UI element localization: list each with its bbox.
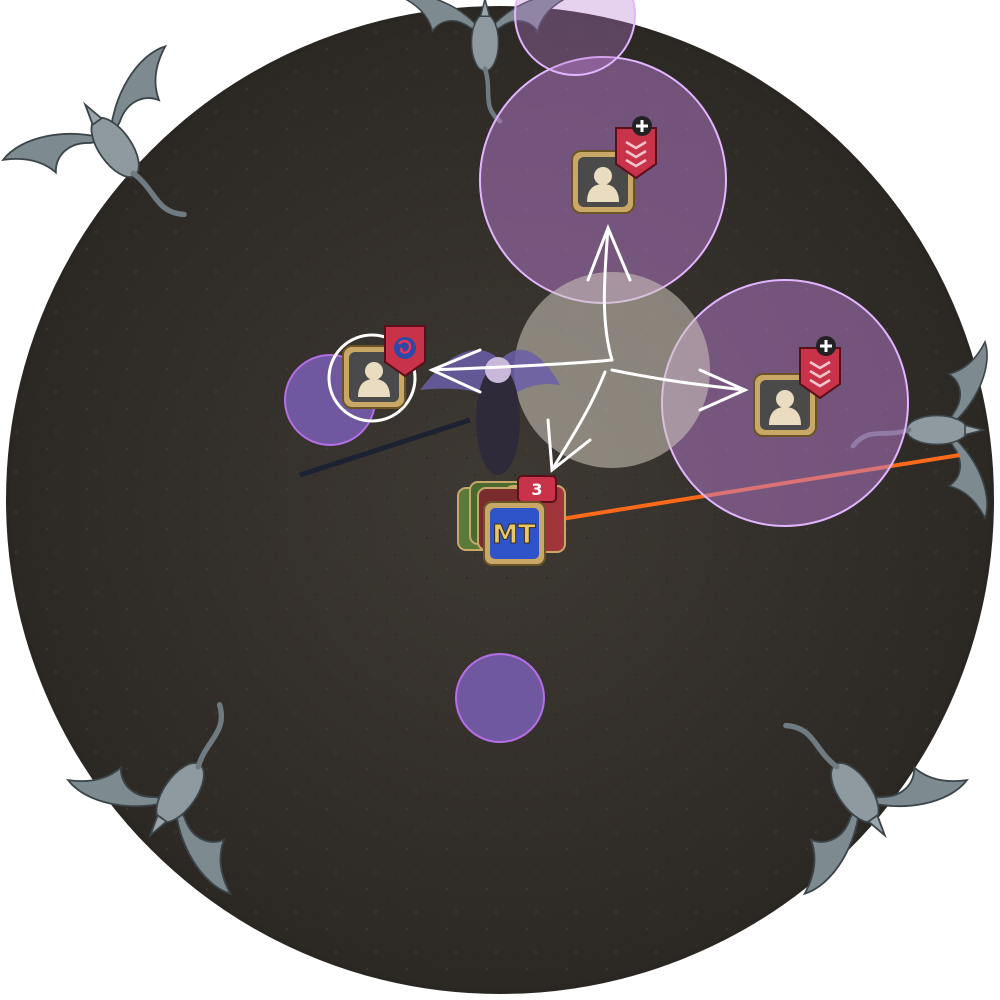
puddle-aoe-south (455, 653, 545, 743)
stack-debuff-icon: 3 (517, 475, 557, 503)
swirl-debuff-icon (384, 325, 426, 378)
boss-icon (299, 349, 560, 478)
spread-aoe-edge (514, 0, 636, 76)
main-tank-label: MT (492, 520, 536, 550)
target-ring (327, 333, 417, 423)
movement-arrows (428, 223, 749, 473)
player-west (342, 325, 426, 409)
stack-count: 3 (531, 480, 542, 499)
main-tank-marker: MT (483, 501, 546, 566)
party-stack: 3 MT (457, 475, 566, 566)
